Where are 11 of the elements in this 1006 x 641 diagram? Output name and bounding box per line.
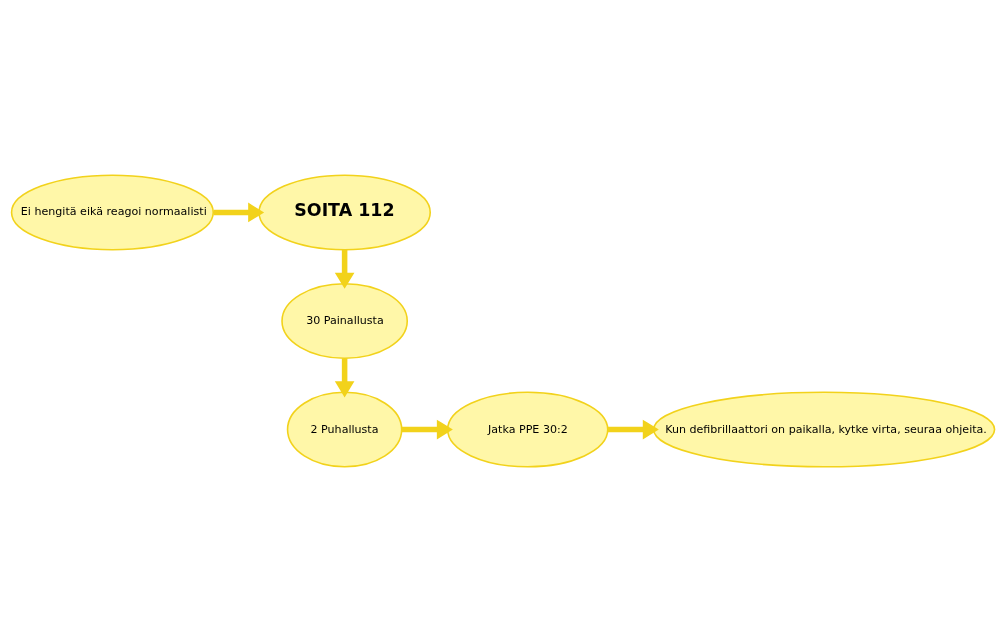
node-ellipse: Kun defibrillaattori on paikalla, kytke virta, seuraa ohjeita.	[652, 391, 996, 468]
node-ellipse: 2 Puhallusta	[286, 391, 403, 468]
node-ellipse: Ei hengitä eikä reagoi normaalisti	[10, 173, 215, 250]
arrow	[401, 419, 453, 439]
arrow	[607, 419, 659, 439]
arrow	[334, 249, 355, 289]
arrow	[213, 202, 265, 222]
node-ellipse: SOITA 112	[258, 173, 431, 250]
node-ellipse: 30 Painallusta	[281, 282, 409, 359]
node-ellipse: Jatka PPE 30:2	[446, 391, 609, 468]
arrow	[334, 357, 355, 397]
